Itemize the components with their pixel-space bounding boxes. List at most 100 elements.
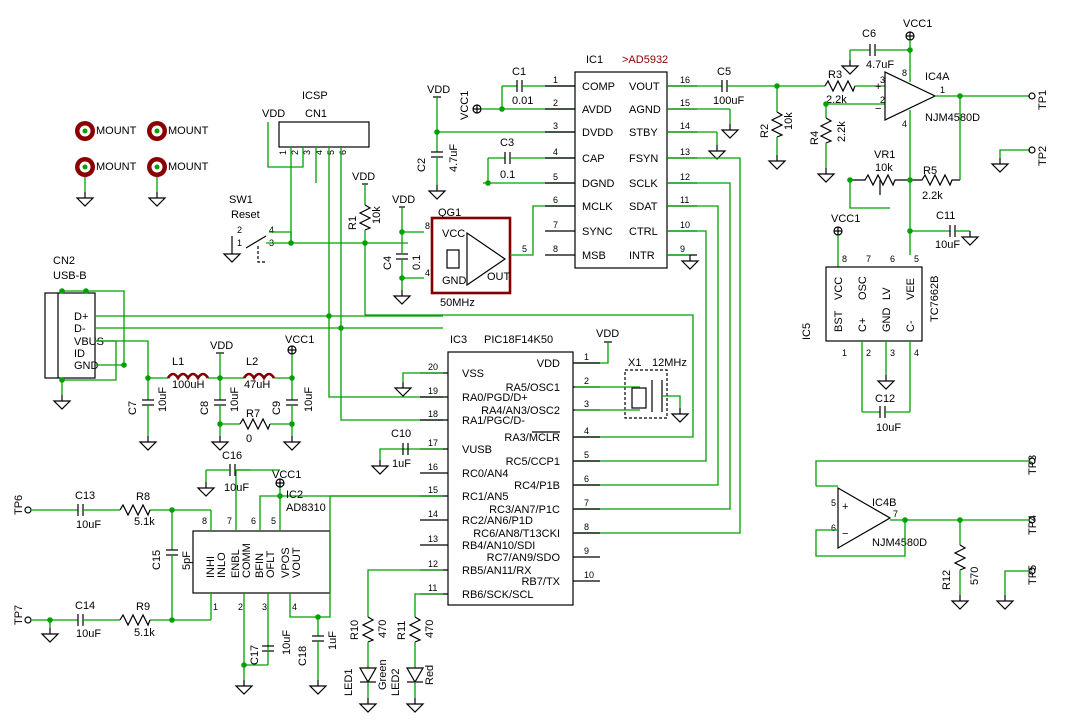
pin-label: 1 [553,75,558,85]
pin-label: 4 [584,426,589,436]
ic3-name: IC3 [450,334,467,346]
pin-label: RC7/AN9/SDO [487,552,561,564]
svg-text:R10: R10 [349,620,361,640]
svg-text:C1: C1 [512,66,526,78]
svg-text:10uF: 10uF [303,387,315,412]
pin-label: RC3/AN7/P1C [489,504,560,516]
pin-label: SDAT [629,201,658,213]
pin-label: 2 [553,98,558,108]
svg-text:100uH: 100uH [172,379,204,391]
svg-text:C3: C3 [500,137,514,149]
svg-text:6: 6 [338,150,348,155]
svg-text:R5: R5 [923,165,937,177]
svg-text:10uF: 10uF [935,239,960,251]
svg-text:L2: L2 [246,356,258,368]
junction-dots [47,47,963,668]
svg-text:6: 6 [831,523,836,533]
svg-text:R11: R11 [396,621,408,640]
pin-label: RA4/AN3/OSC2 [481,405,560,417]
pin-label: RA1/PGC/D- [462,415,525,427]
pin-label: 20 [428,362,438,372]
pin-label: 9 [680,244,685,254]
svg-text:C7: C7 [127,401,139,415]
svg-text:4: 4 [269,225,274,235]
pin-label: 11 [428,583,437,593]
qg1-name: QG1 [438,207,461,219]
svg-text:8: 8 [425,221,430,231]
pin-label: CAP [582,153,605,165]
svg-text:R12: R12 [941,570,953,590]
pin-label: VEE [905,278,917,300]
svg-text:TP5: TP5 [1027,565,1039,585]
status-leds: R10 470 LED1 Green R11 470 LED2 Red [343,569,443,713]
svg-text:12MHz: 12MHz [652,357,687,369]
pin-label: 1 [584,352,589,362]
ic2-name: AD8310 [286,502,326,514]
pin-label: SYNC [582,226,613,238]
pin-label: 6 [553,195,558,205]
mount-label-2: MOUNT [168,125,209,137]
pin-label: GND [74,360,99,372]
svg-text:TC7662B: TC7662B [929,276,941,322]
svg-text:X1: X1 [628,357,641,369]
pin-label: INTR [629,250,655,262]
icsp-connector-cn1: ICSP CN1 VDD 1 2 3 4 5 6 [262,90,443,421]
pin-label: 5 [584,450,589,460]
svg-text:0: 0 [246,433,252,445]
pin-label: RC4/P1B [514,480,560,492]
pin-label: RC1/AN5 [462,491,508,503]
svg-text:LED2: LED2 [390,668,402,696]
pin-label: BST [833,310,845,332]
sw1-label: Reset [231,209,260,221]
svg-text:2: 2 [290,150,300,155]
svg-text:R9: R9 [136,601,150,613]
ic4a-name: IC4A [925,71,950,83]
svg-text:0.01: 0.01 [512,95,533,107]
svg-text:R3: R3 [828,69,842,81]
pin-label: FSYN [629,153,658,165]
mount-label-4: MOUNT [168,161,209,173]
svg-text:C6: C6 [862,28,876,40]
pin-label: 8 [584,522,589,532]
pin-label: OFLT [265,550,277,578]
pin-label: C- [905,320,917,332]
pin-label: RB7/TX [521,576,560,588]
svg-text:CN2: CN2 [53,255,75,267]
svg-text:TP4: TP4 [1027,515,1039,535]
svg-text:OUT: OUT [487,271,511,283]
pin-label: 4 [914,348,919,358]
svg-text:4: 4 [902,119,907,129]
crystal-x1: X1 12MHz [575,357,689,423]
pin-label: VCC [833,277,845,300]
svg-text:TP1: TP1 [1037,90,1049,110]
pin-label: 13 [428,534,438,544]
svg-text:VCC1: VCC1 [272,469,301,481]
svg-text:C10: C10 [391,428,411,440]
reset-switch-sw1: SW1 Reset 2 4 1 3 [223,194,408,263]
pin-label: RA3/MCLR [504,432,560,444]
pin-label: 16 [680,75,690,85]
pin-label: 7 [553,220,558,230]
svg-text:1: 1 [940,85,945,95]
pin-label: 17 [428,438,438,448]
pin-label: 10 [680,220,690,230]
svg-text:Red: Red [424,665,436,685]
pin-label: VSS [462,368,484,380]
svg-text:TP3: TP3 [1027,455,1039,475]
svg-text:4.7uF: 4.7uF [448,144,460,172]
buffer-amp-ic4b: + − 5 6 7 IC4B NJM4580D R12 570 [815,460,1030,610]
pin-label: VPOS [280,547,292,578]
usb-power-filter: L1 100uH L2 47uH VDD C7 10uF C8 10uF VCC… [95,334,315,451]
svg-text:5: 5 [326,150,336,155]
pin-label: ID [74,348,85,360]
pin-label: STBY [629,127,658,139]
svg-text:10k: 10k [783,112,795,130]
svg-text:1: 1 [278,150,288,155]
pin-label: 2 [866,348,871,358]
svg-text:5.1k: 5.1k [134,627,155,639]
svg-text:5: 5 [522,244,527,254]
svg-text:VDD: VDD [210,340,233,352]
svg-text:IC5: IC5 [801,323,813,340]
pin-label: RC5/CCP1 [506,456,560,468]
pin-label: 8 [553,244,558,254]
